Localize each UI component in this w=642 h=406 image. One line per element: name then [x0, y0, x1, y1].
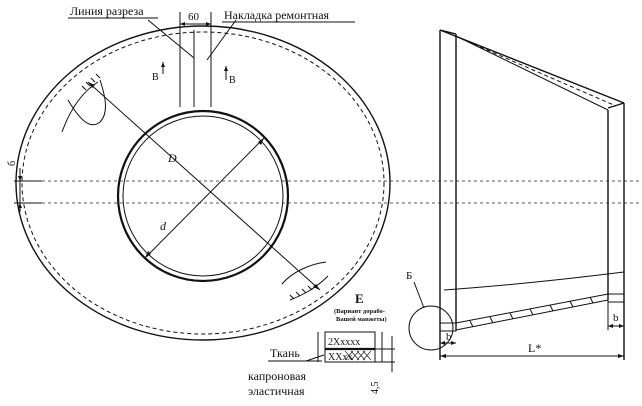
detail-E-note-2: Вашей манжеты)	[336, 316, 387, 323]
detail-E-block	[324, 331, 376, 363]
repair-patch-leader	[206, 19, 237, 61]
dim-b-arrow-top	[18, 176, 22, 181]
section-arrow-right	[224, 66, 228, 71]
dim-d-line	[144, 137, 265, 259]
outer-seam-line	[21, 31, 385, 335]
dim-L-arrow-left	[440, 354, 446, 358]
side-top-edge-outer	[439, 29, 625, 104]
dim-b-arrow-bottom	[18, 203, 22, 208]
fabric-leader-arrow-line	[305, 354, 325, 362]
patch-arc-bottom-right-outer	[281, 261, 327, 285]
dim-60-arrow-right	[206, 22, 211, 26]
node-B-leader	[413, 281, 425, 309]
cut-line-label: Линия разреза	[70, 4, 144, 18]
side-top-edge-dash	[447, 32, 617, 107]
repair-patch-label: Накладка ремонтная	[224, 8, 330, 22]
dim-L-arrow-right	[618, 354, 624, 358]
side-band-bottom	[455, 299, 609, 331]
cuff-front-view: 60 Линия разреза Накладка ремонтная В В …	[7, 4, 391, 341]
dim-b-right-arrow-1	[608, 324, 613, 328]
detail-E-title: Е	[355, 291, 364, 306]
detail-E-note-1: (Вариант дорабо-	[334, 308, 385, 315]
fabric-label: Ткань	[270, 346, 300, 360]
nylon-label-2: эластичная	[248, 384, 305, 398]
dim-D-arrow-top	[88, 82, 95, 88]
section-label-right: В	[229, 75, 236, 86]
section-arrow-left	[161, 62, 165, 67]
dim-d-arrow-bottom	[145, 251, 151, 258]
dim-b-right-arrow-2	[619, 324, 624, 328]
nylon-label-1: капроновая	[248, 369, 306, 383]
section-label-left: В	[152, 72, 159, 83]
patch-arc-bottom-right	[289, 275, 329, 301]
outer-circle	[15, 25, 391, 341]
dim-b-left-label: b	[446, 331, 452, 343]
side-left-bottom-block	[439, 322, 457, 332]
dim-60-arrow-left	[180, 22, 185, 26]
node-B-circle	[408, 305, 454, 351]
node-B-label: Б	[406, 270, 412, 282]
side-right-bottom-block	[607, 293, 625, 303]
dim-d-label: d	[160, 219, 167, 233]
cuff-side-view: Б b b L*	[406, 29, 625, 360]
dim-d-arrow-top	[258, 138, 264, 145]
side-band-top	[455, 293, 609, 324]
patch-hatch-top-left	[81, 73, 101, 91]
fabric-hatch	[344, 350, 372, 361]
dim-4-5-label: 4,5	[370, 382, 381, 395]
side-band-hatch	[469, 296, 594, 328]
dim-60-label: 60	[188, 11, 200, 23]
patch-hatch-bottom-right	[289, 285, 313, 300]
side-lower-curve	[443, 271, 625, 291]
dim-D-label: D	[167, 151, 177, 165]
patch-arc-top-left	[61, 81, 99, 133]
dim-D-line	[87, 81, 321, 291]
dim-L-label: L*	[528, 341, 541, 355]
layer-bottom-label: ХХxx	[328, 352, 352, 363]
cut-line-leader	[147, 19, 195, 59]
patch-arc-top-left-outer	[67, 79, 106, 126]
side-top-edge-inner	[455, 35, 609, 111]
inner-circle-inner-edge	[122, 115, 284, 277]
dim-D-arrow-bottom	[313, 284, 320, 290]
layer-top-label: 2Хxxxx	[328, 337, 360, 348]
detail-E: Е (Вариант дорабо- Вашей манжеты) 2Хxxxx…	[248, 291, 395, 398]
dim-b-label: б	[7, 161, 18, 166]
dim-b-right-label: b	[613, 312, 619, 324]
dim-b-left-arrow-2	[451, 341, 456, 345]
inner-circle	[116, 109, 290, 283]
dim-b-left-arrow-1	[440, 341, 445, 345]
